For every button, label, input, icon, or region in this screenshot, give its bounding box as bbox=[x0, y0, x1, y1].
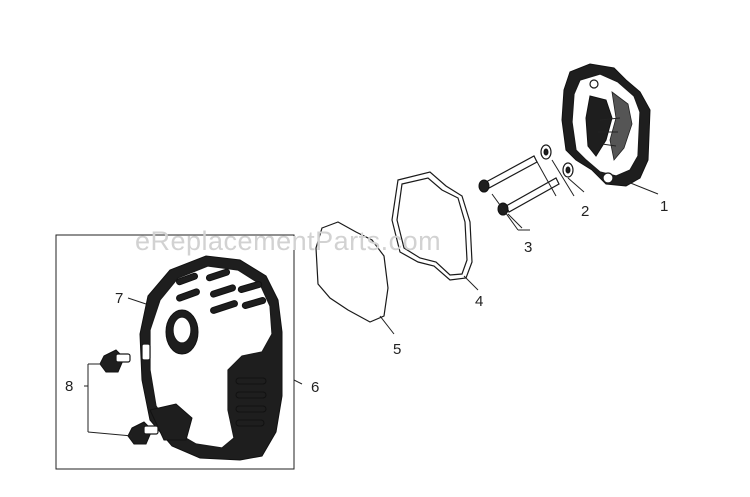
part-3-bolts bbox=[478, 155, 560, 216]
callout-4: 4 bbox=[475, 293, 483, 310]
callout-8: 8 bbox=[65, 378, 73, 395]
part-5-filter-pad bbox=[315, 221, 389, 323]
watermark: eReplacementParts.com bbox=[135, 226, 441, 256]
part-6-assembly-box bbox=[55, 234, 295, 470]
callout-3: 3 bbox=[524, 239, 532, 256]
callout-1: 1 bbox=[660, 198, 668, 215]
part-4-gasket bbox=[391, 171, 473, 281]
callout-6: 6 bbox=[311, 379, 319, 396]
callout-7: 7 bbox=[115, 290, 123, 307]
part-8-knobs bbox=[99, 349, 159, 445]
callout-5: 5 bbox=[393, 341, 401, 358]
part-1-cover-base bbox=[561, 63, 651, 187]
leader-lines bbox=[84, 159, 659, 437]
part-2-washers bbox=[540, 144, 574, 178]
callout-2: 2 bbox=[581, 203, 589, 220]
part-7-shroud bbox=[139, 255, 283, 461]
